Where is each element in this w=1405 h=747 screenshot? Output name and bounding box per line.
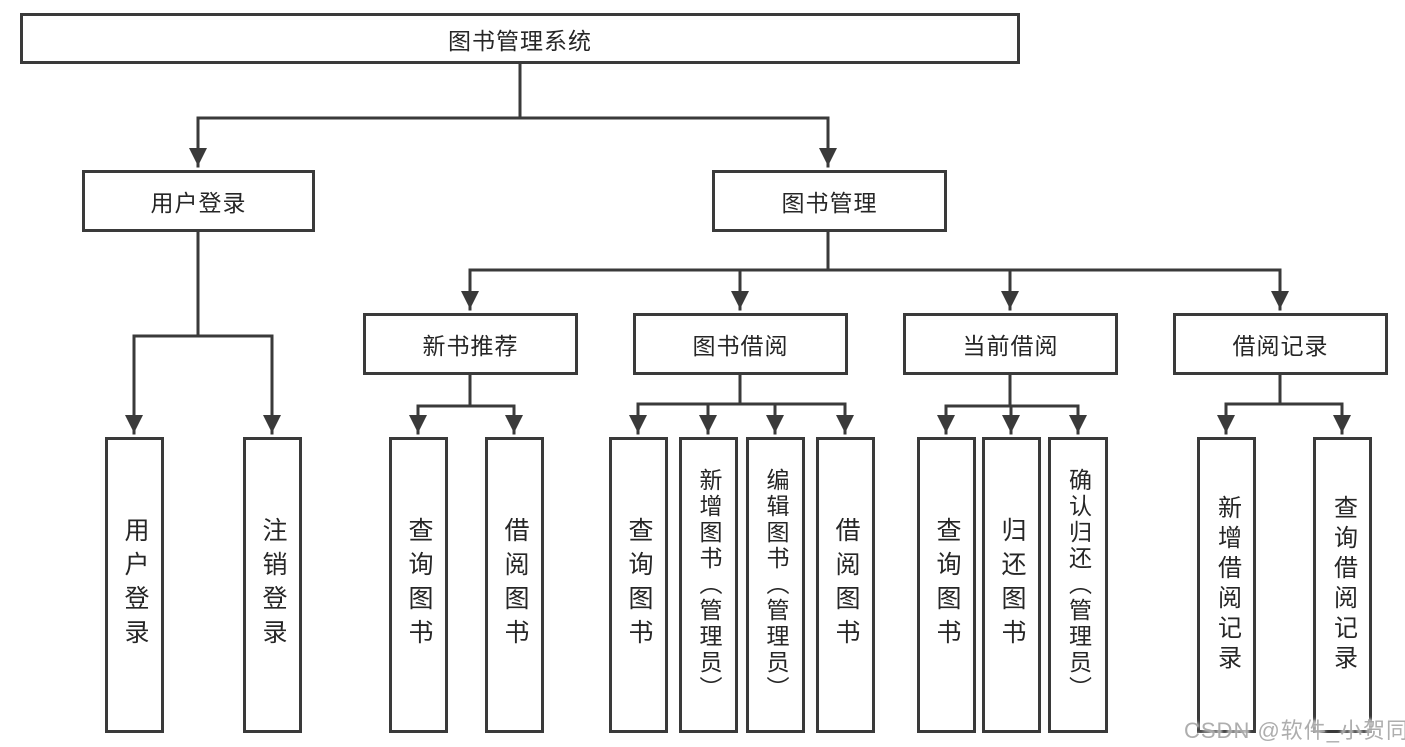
node-ul-logout: 注销登录 — [243, 437, 302, 733]
node-book-mgmt: 图书管理 — [712, 170, 947, 232]
node-borrow-records: 借阅记录 — [1173, 313, 1388, 375]
node-br-query-record: 查询借阅记录 — [1313, 437, 1372, 733]
node-root: 图书管理系统 — [20, 13, 1020, 64]
node-cb-return-books: 归还图书 — [982, 437, 1041, 733]
connector-root-trunk — [196, 62, 830, 120]
node-new-book-rec: 新书推荐 — [363, 313, 578, 375]
node-cb-confirm-return: 确认归还（管理员） — [1048, 437, 1108, 733]
node-bb-borrow-books: 借阅图书 — [816, 437, 875, 733]
node-bb-add-books: 新增图书（管理员） — [679, 437, 738, 733]
connector-book-borrow-trunk — [636, 373, 847, 406]
node-br-add-record: 新增借阅记录 — [1197, 437, 1256, 733]
connector-current-borrow-trunk — [944, 373, 1080, 408]
node-bb-query-books: 查询图书 — [609, 437, 668, 733]
node-bb-edit-books: 编辑图书（管理员） — [746, 437, 805, 733]
watermark: CSDN @软件_小贺同学 — [1184, 718, 1405, 743]
node-nb-query-books: 查询图书 — [389, 437, 448, 733]
node-nb-borrow-books: 借阅图书 — [485, 437, 544, 733]
node-cb-query-books: 查询图书 — [917, 437, 976, 733]
node-ul-user-login: 用户登录 — [105, 437, 164, 733]
connector-new-book-rec-trunk — [416, 373, 516, 408]
node-current-borrow: 当前借阅 — [903, 313, 1118, 375]
node-user-login: 用户登录 — [82, 170, 315, 232]
node-book-borrow: 图书借阅 — [633, 313, 848, 375]
connector-user-login-trunk — [132, 230, 274, 338]
connector-borrow-records-trunk — [1224, 373, 1344, 406]
connector-book-mgmt-trunk — [468, 230, 1282, 272]
